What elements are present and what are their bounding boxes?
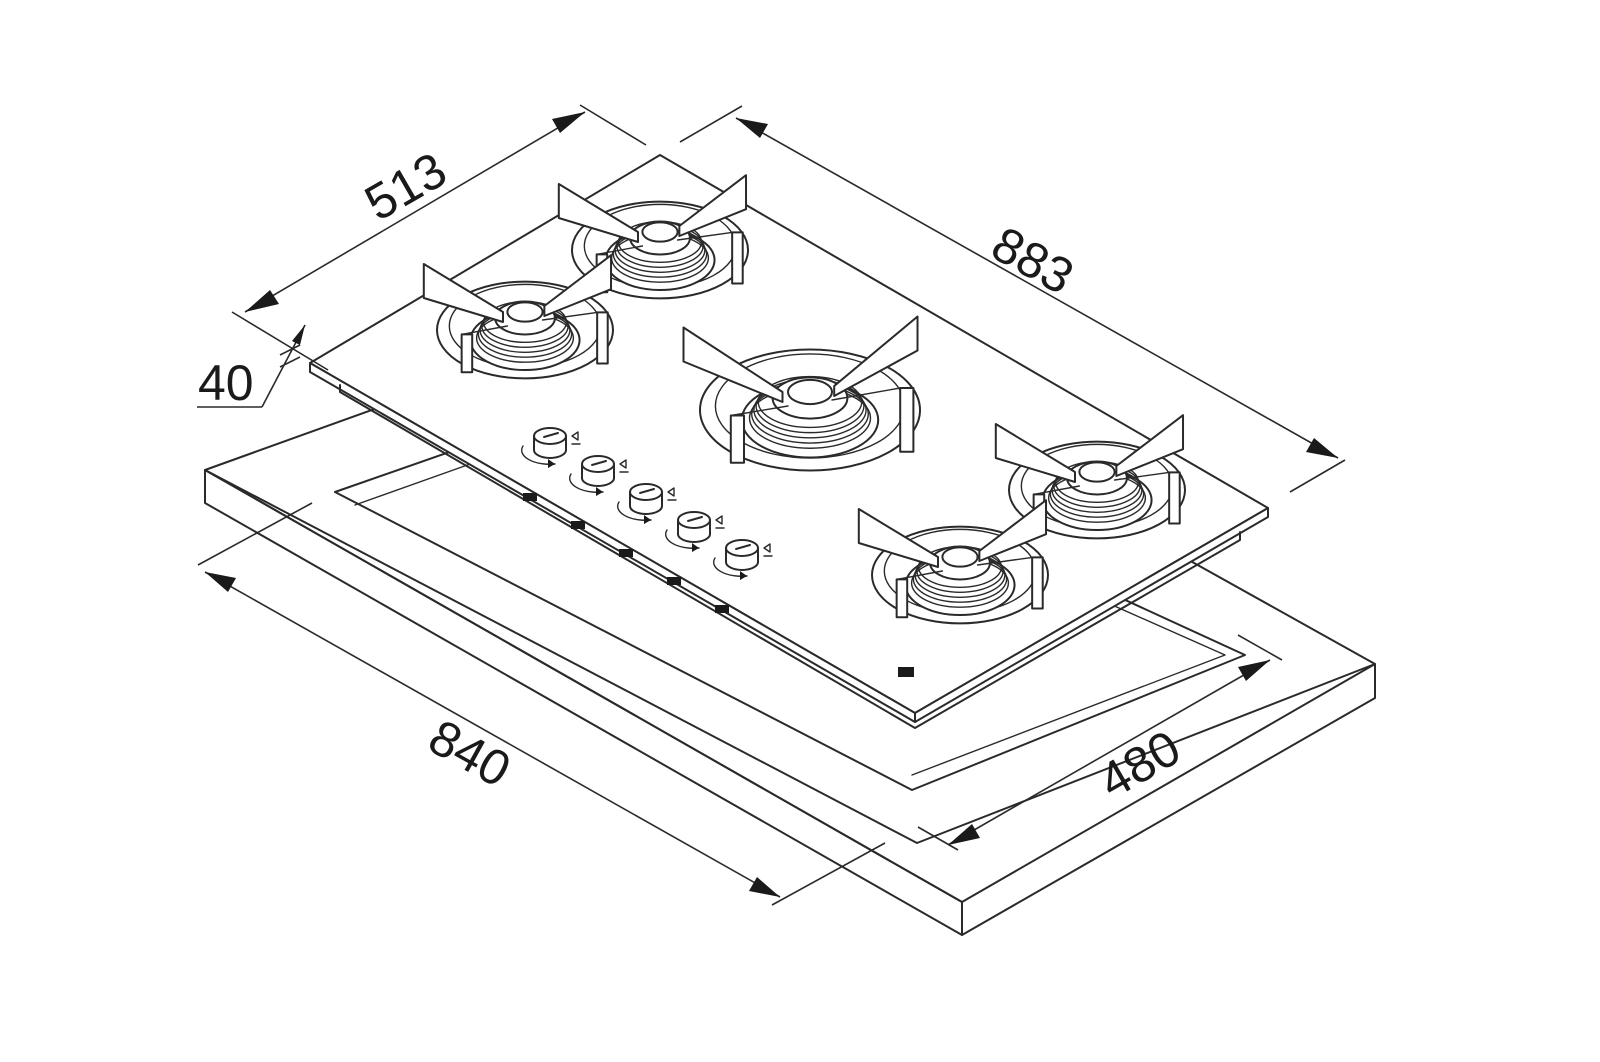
hob-side-edge xyxy=(914,507,1269,723)
knob-5 xyxy=(712,539,773,580)
dim-label-883: 883 xyxy=(983,216,1083,305)
slot-3 xyxy=(619,549,633,557)
slot-5 xyxy=(715,605,729,613)
slot-4 xyxy=(667,577,681,585)
knob-2 xyxy=(568,455,629,496)
dim-label-513: 513 xyxy=(356,141,456,231)
countertop-side-face xyxy=(961,663,1376,936)
burners xyxy=(422,174,1186,625)
burner-rear-right xyxy=(994,414,1186,540)
knob-4 xyxy=(664,511,725,552)
knob-slots xyxy=(523,493,729,613)
burner-front-left xyxy=(422,254,614,380)
knob-3 xyxy=(616,483,677,524)
slot-2 xyxy=(571,521,585,529)
knob-1 xyxy=(520,427,581,468)
burner-rear-left xyxy=(557,174,749,300)
slot-1 xyxy=(523,493,537,501)
dim-label-840: 840 xyxy=(420,709,520,798)
dimension-lines xyxy=(197,104,1346,906)
dim-label-40: 40 xyxy=(198,355,254,411)
control-knobs xyxy=(520,427,773,580)
burner-front-right xyxy=(857,499,1049,625)
brand-logo-plate xyxy=(898,667,914,677)
burner-center-wok xyxy=(682,315,921,472)
